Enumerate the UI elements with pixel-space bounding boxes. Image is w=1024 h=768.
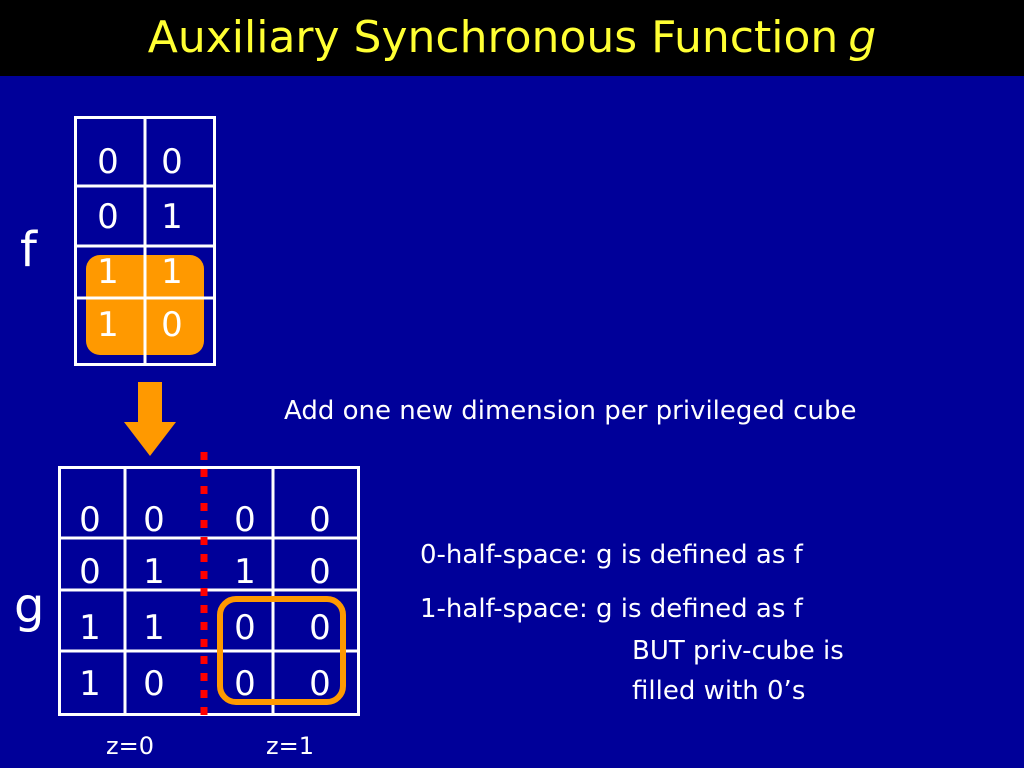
- kmap-f-cell: 1: [97, 252, 119, 292]
- kmap-f-grid: [74, 116, 216, 366]
- down-arrow-icon: [124, 382, 176, 456]
- kmap-g-cell: 1: [79, 608, 101, 648]
- kmap-g-cell: 0: [309, 608, 331, 648]
- kmap-g-cell: 0: [234, 500, 256, 540]
- note-half-space-1-line3: filled with 0’s: [632, 676, 806, 706]
- kmap-g-cell: 0: [309, 552, 331, 592]
- kmap-g: 0 0 0 0 0 1 1 0 1 1 0 0 1 0 0 0: [58, 448, 364, 720]
- title-variable: g: [848, 12, 877, 63]
- kmap-g-cell: 0: [309, 500, 331, 540]
- kmap-f-cell: 0: [161, 305, 183, 345]
- kmap-f-cell: 1: [161, 252, 183, 292]
- kmap-g-cell: 0: [143, 664, 165, 704]
- kmap-g-cell: 0: [79, 552, 101, 592]
- kmap-g-cell: 0: [79, 500, 101, 540]
- kmap-g-cell: 1: [79, 664, 101, 704]
- kmap-g-cell: 0: [309, 664, 331, 704]
- label-z0: z=0: [106, 732, 154, 760]
- note-half-space-1: 1-half-space: g is defined as f: [420, 594, 803, 624]
- kmap-f-cell: 1: [161, 197, 183, 237]
- kmap-g-cell: 1: [143, 608, 165, 648]
- kmap-g-priv-cube-outline: [217, 596, 346, 705]
- kmap-g-cell: 0: [234, 608, 256, 648]
- label-g: g: [14, 578, 45, 634]
- label-f: f: [20, 222, 37, 278]
- kmap-f-cell: 0: [97, 197, 119, 237]
- kmap-g-cell: 1: [143, 552, 165, 592]
- kmap-g-grid: [58, 452, 360, 718]
- kmap-f-cell: 1: [97, 305, 119, 345]
- note-add-dimension: Add one new dimension per privileged cub…: [284, 396, 857, 426]
- kmap-g-cell: 0: [234, 664, 256, 704]
- title-text: Auxiliary Synchronous Function: [147, 12, 839, 63]
- kmap-f: 0 0 0 1 1 1 1 0: [74, 116, 216, 366]
- kmap-g-cell: 1: [234, 552, 256, 592]
- kmap-g-cell: 0: [143, 500, 165, 540]
- kmap-f-cell: 0: [161, 142, 183, 182]
- kmap-f-cell: 0: [97, 142, 119, 182]
- note-half-space-0: 0-half-space: g is defined as f: [420, 540, 803, 570]
- label-z1: z=1: [266, 732, 314, 760]
- note-half-space-1-line2: BUT priv-cube is: [632, 636, 844, 666]
